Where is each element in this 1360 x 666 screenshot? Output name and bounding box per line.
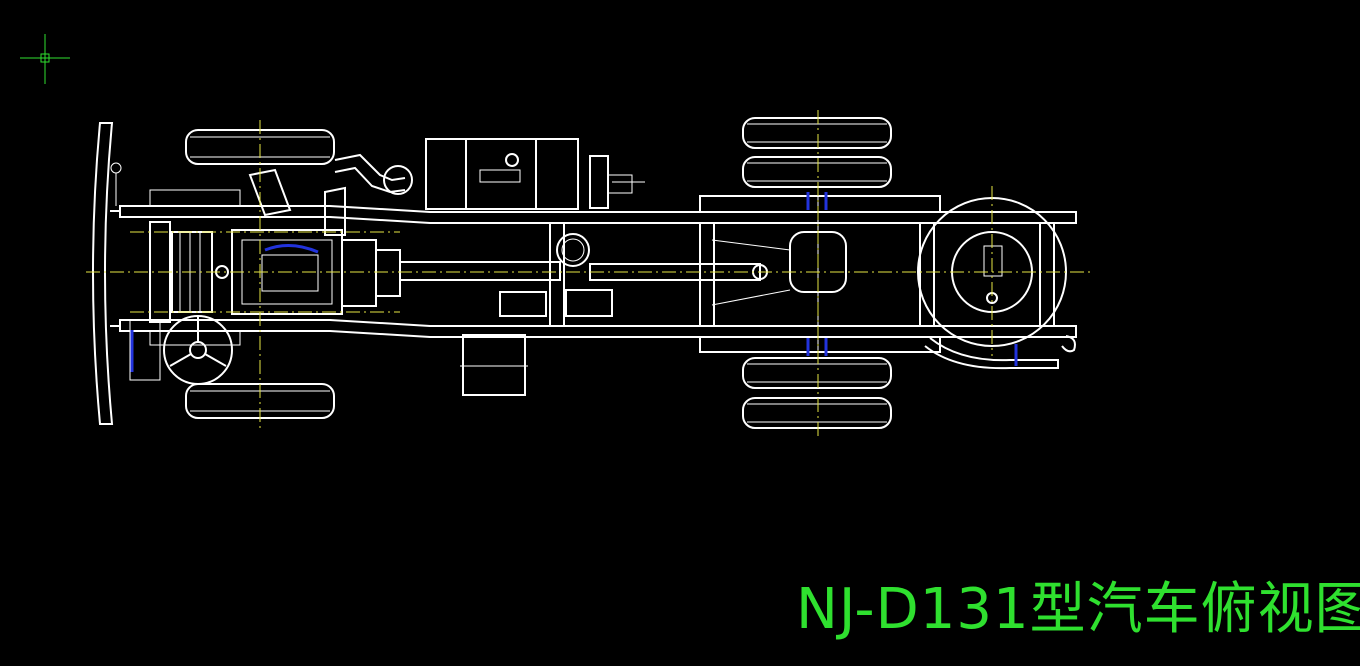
front-suspension [110,162,241,381]
rear-left-outer-wheel [742,117,892,149]
rear-left-inner-wheel [742,156,892,188]
rear-right-outer-wheel [742,397,892,429]
exhaust-pipe [924,337,1059,370]
crosshair-cursor-icon [20,34,70,84]
steering-wheel [163,315,233,385]
blue-details [130,192,1018,372]
tow-hook [1061,335,1076,353]
engine [215,168,401,315]
intake-pipe [324,153,413,236]
drawing-title: NJ-D131型汽车俯视图 [796,577,1360,642]
rear-right-inner-wheel [742,357,892,389]
drive-shaft [399,233,761,317]
front-bumper [92,122,114,425]
fuel-tank [460,334,528,396]
centerlines [86,110,1090,436]
air-cleaner [589,155,645,209]
battery-box [425,138,579,210]
